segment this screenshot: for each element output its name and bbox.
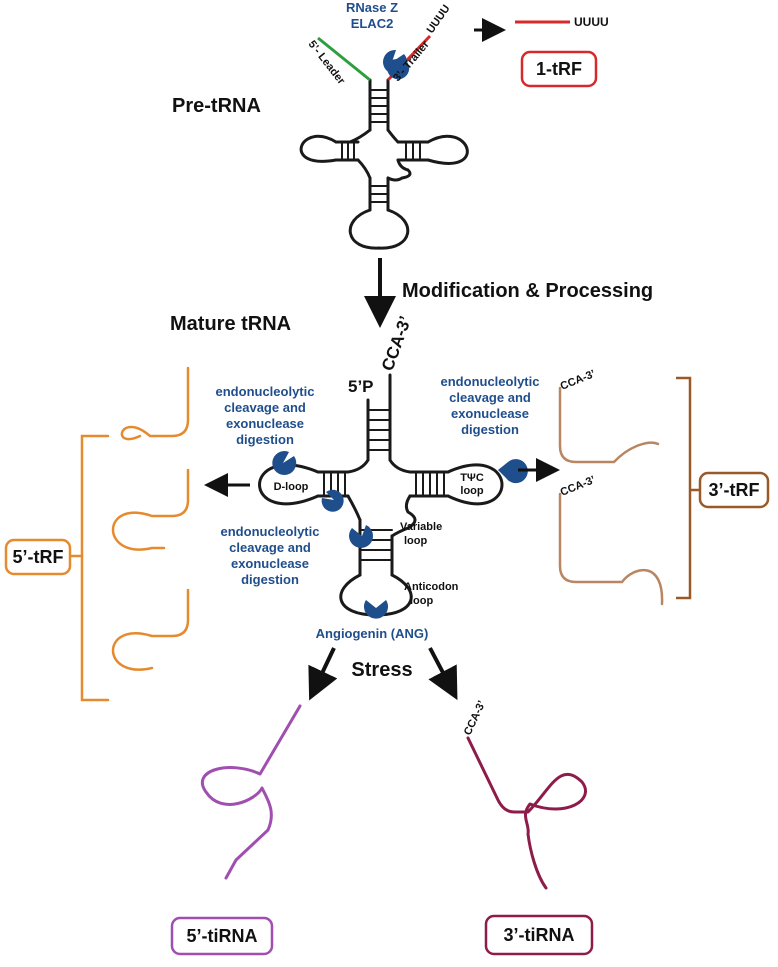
t-loop-enzyme-icon	[498, 459, 528, 484]
cca-mature-label: CCA-3’	[378, 314, 415, 374]
variable-loop-label-2: loop	[404, 535, 427, 547]
arrow-to-5tirna	[308, 647, 338, 701]
anticodon-loop-label-1: Anticodon	[404, 581, 459, 593]
svg-text:endonucleolytic: endonucleolytic	[216, 384, 315, 399]
cca-trf3-a-label: CCA-3’	[559, 368, 597, 393]
mature-trna-structure	[258, 373, 504, 617]
cca-tirna3-label: CCA-3’	[462, 699, 488, 737]
modification-label: Modification & Processing	[402, 280, 653, 302]
trf3-fragments	[558, 386, 664, 606]
endo-left-text: endonucleolytic cleavage and exonuclease…	[216, 384, 315, 447]
trf3-bracket	[676, 376, 700, 600]
svg-text:digestion: digestion	[236, 432, 294, 447]
uuuu-pre-label: UUUU	[425, 3, 453, 36]
svg-text:digestion: digestion	[461, 422, 519, 437]
svg-text:cleavage and: cleavage and	[224, 400, 306, 415]
tirna3-label: 3’-tiRNA	[504, 925, 575, 945]
tirna5-label: 5’-tiRNA	[187, 926, 258, 946]
svg-text:exonuclease: exonuclease	[231, 556, 309, 571]
tirna5-box	[170, 916, 274, 956]
arrow-to-3tirna	[428, 647, 458, 701]
rnase-z-pacman-icon	[383, 49, 408, 74]
uuuu-1trf-label: UUUU	[574, 15, 609, 29]
variable-loop-label-1: Variable	[400, 521, 442, 533]
svg-text:cleavage and: cleavage and	[229, 540, 311, 555]
five-p-label: 5’P	[348, 377, 374, 396]
endo-bottom-text: endonucleolytic cleavage and exonuclease…	[221, 524, 320, 587]
tirna3-strand	[466, 736, 587, 890]
tirna5-strand	[200, 704, 302, 880]
cca-trf3-b-label: CCA-3’	[559, 474, 597, 499]
1trf-box	[520, 50, 598, 88]
anticodon-loop-label-2: loop	[410, 595, 433, 607]
svg-text:exonuclease: exonuclease	[451, 406, 529, 421]
svg-text:exonuclease: exonuclease	[226, 416, 304, 431]
angiogenin-enzyme-icon	[364, 600, 388, 619]
leader-strand	[317, 36, 371, 82]
tirna3-box	[484, 914, 594, 956]
elac2-label: ELAC2	[351, 16, 394, 31]
trf5-fragments	[68, 366, 190, 702]
d-loop-label: D-loop	[274, 481, 309, 493]
svg-text:cleavage and: cleavage and	[449, 390, 531, 405]
svg-text:endonucleolytic: endonucleolytic	[221, 524, 320, 539]
mature-trna-label: Mature tRNA	[170, 313, 291, 335]
d-stem-enzyme-icon	[321, 489, 344, 512]
stress-label: Stress	[351, 659, 412, 681]
tpsic-loop-label-2: loop	[460, 485, 483, 497]
svg-text:digestion: digestion	[241, 572, 299, 587]
rnase-label: RNase Z	[346, 0, 398, 15]
trf5-label: 5’-tRF	[13, 547, 64, 567]
tpsic-loop-label-1: TΨC	[460, 472, 484, 484]
1trf-label: 1-tRF	[536, 59, 582, 79]
anticodon-stem-enzyme-icon	[349, 525, 374, 548]
angiogenin-label: Angiogenin (ANG)	[316, 626, 429, 641]
pre-trna-structure	[299, 78, 469, 250]
trf3-box	[698, 471, 770, 509]
pre-trna-label: Pre-tRNA	[172, 95, 261, 117]
endo-right-text: endonucleolytic cleavage and exonuclease…	[441, 374, 540, 437]
svg-text:endonucleolytic: endonucleolytic	[441, 374, 540, 389]
trf3-label: 3’-tRF	[709, 480, 760, 500]
trf5-box	[4, 538, 72, 576]
d-loop-enzyme-icon	[272, 451, 297, 476]
